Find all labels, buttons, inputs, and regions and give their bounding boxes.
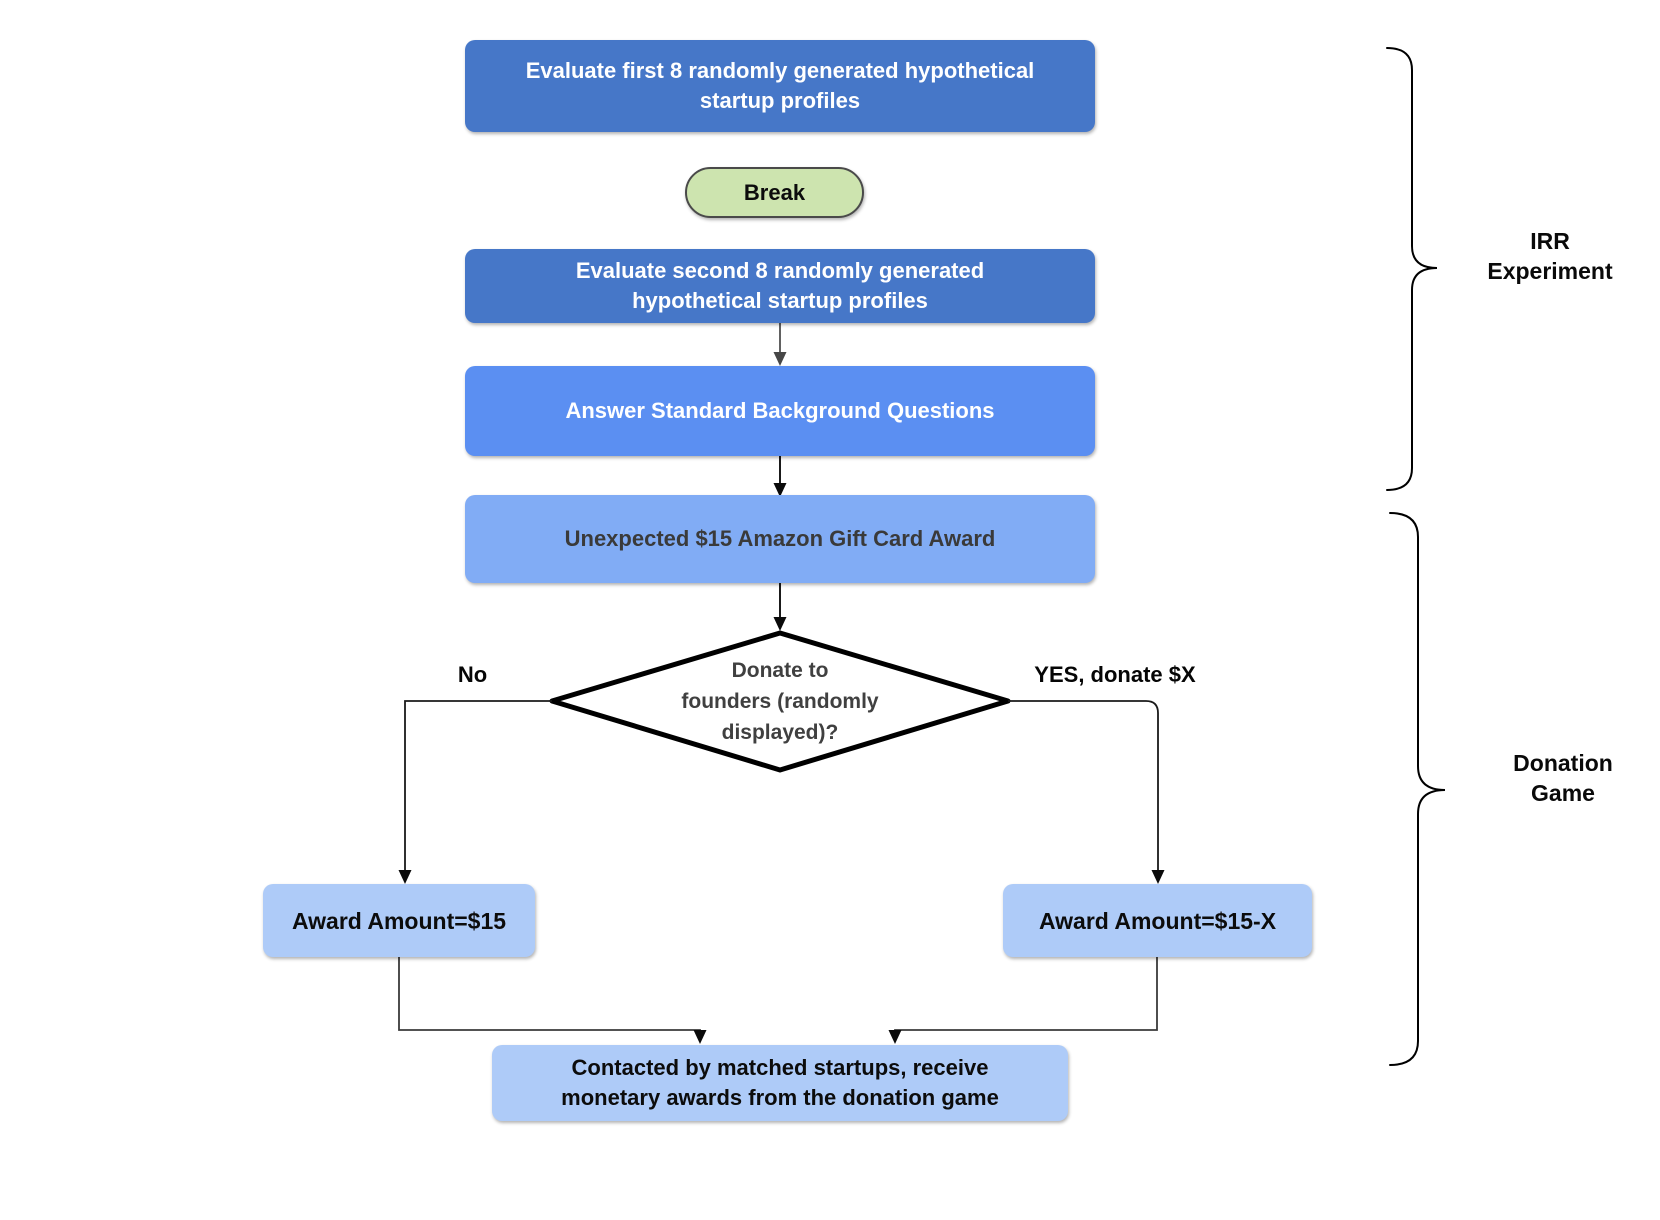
node-evaluate-first-8-line2: startup profiles bbox=[699, 88, 861, 113]
brace-irr-label-line2: Experiment bbox=[1487, 258, 1613, 284]
label-yes-donate: YES, donate $X bbox=[1034, 662, 1196, 687]
node-gift-card-award-label: Unexpected $15 Amazon Gift Card Award bbox=[564, 526, 996, 551]
node-evaluate-second-8-line1: Evaluate second 8 randomly generated bbox=[575, 258, 985, 283]
node-contacted-line1: Contacted by matched startups, receive bbox=[571, 1055, 989, 1080]
node-evaluate-second-8-line2: hypothetical startup profiles bbox=[632, 288, 928, 313]
label-no: No bbox=[457, 662, 488, 687]
node-contacted-line2: monetary awards from the donation game bbox=[561, 1085, 999, 1110]
brace-donation-game bbox=[1389, 512, 1446, 1066]
break-label: Break bbox=[743, 179, 806, 205]
brace-irr-label: IRR Experiment bbox=[1470, 226, 1630, 286]
arrow-step2-step3 bbox=[773, 323, 787, 366]
break-oval: Break bbox=[685, 167, 864, 218]
edge-award-no-final bbox=[398, 957, 707, 1044]
edge-no-branch bbox=[398, 700, 552, 884]
node-award-amount-15-label: Award Amount=$15 bbox=[291, 907, 507, 934]
node-evaluate-first-8: Evaluate first 8 randomly generated hypo… bbox=[465, 40, 1095, 132]
brace-donation-label-line1: Donation bbox=[1513, 750, 1613, 776]
edge-yes-branch bbox=[1008, 700, 1165, 884]
node-award-amount-15-x-label: Award Amount=$15-X bbox=[1038, 907, 1277, 934]
decision-line2: founders (randomly bbox=[681, 690, 879, 713]
decision-donate-text: Donate to founders (randomly displayed)? bbox=[630, 655, 930, 748]
node-background-questions: Answer Standard Background Questions bbox=[465, 366, 1095, 456]
decision-line1: Donate to bbox=[731, 659, 829, 682]
node-evaluate-second-8: Evaluate second 8 randomly generated hyp… bbox=[465, 249, 1095, 323]
node-background-questions-label: Answer Standard Background Questions bbox=[565, 398, 995, 423]
node-contacted-by-startups: Contacted by matched startups, receive m… bbox=[492, 1045, 1068, 1121]
arrow-step4-decision bbox=[773, 583, 787, 631]
edge-award-yes-final bbox=[888, 957, 1158, 1044]
arrow-step3-step4 bbox=[773, 456, 787, 497]
node-gift-card-award: Unexpected $15 Amazon Gift Card Award bbox=[465, 495, 1095, 583]
brace-irr-experiment bbox=[1386, 47, 1438, 491]
decision-line3: displayed)? bbox=[721, 721, 839, 744]
brace-donation-label-line2: Game bbox=[1531, 780, 1595, 806]
node-award-amount-15-x: Award Amount=$15-X bbox=[1003, 884, 1312, 957]
brace-irr-label-line1: IRR bbox=[1530, 228, 1570, 254]
brace-donation-label: Donation Game bbox=[1483, 748, 1643, 808]
node-award-amount-15: Award Amount=$15 bbox=[263, 884, 535, 957]
node-evaluate-first-8-line1: Evaluate first 8 randomly generated hypo… bbox=[525, 58, 1035, 83]
